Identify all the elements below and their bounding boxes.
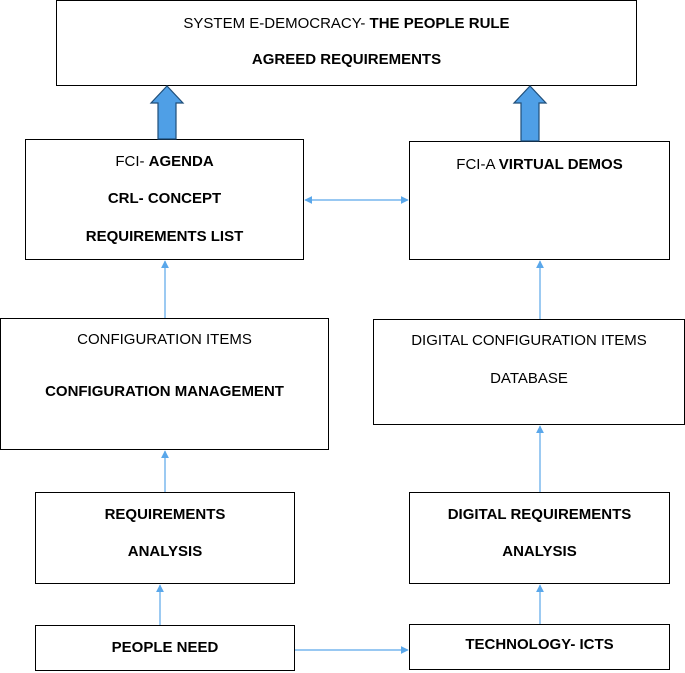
fci-a-normal: FCI-A — [456, 156, 499, 173]
box-requirements-analysis: REQUIREMENTS ANALYSIS — [35, 492, 295, 584]
fci-a-bold: VIRTUAL DEMOS — [498, 156, 623, 173]
fci-a-title-line: FCI-A VIRTUAL DEMOS — [410, 156, 669, 174]
fci-agenda-title-line: FCI- AGENDA — [26, 153, 303, 171]
database-label: DATABASE — [490, 370, 568, 387]
fci-agenda-normal: FCI- — [115, 153, 149, 170]
configuration-management-label: CONFIGURATION MANAGEMENT — [45, 383, 284, 400]
requirements-label: REQUIREMENTS — [104, 506, 226, 523]
system-title-bold: THE PEOPLE RULE — [369, 15, 510, 32]
system-title-normal: SYSTEM E-DEMOCRACY- — [183, 15, 370, 32]
technology-icts-label: TECHNOLOGY- ICTS — [465, 636, 614, 653]
digital-configuration-items-label: DIGITAL CONFIGURATION ITEMS — [411, 332, 647, 349]
box-system-e-democracy: SYSTEM E-DEMOCRACY- THE PEOPLE RULE AGRE… — [56, 0, 637, 86]
people-need-label: PEOPLE NEED — [111, 639, 219, 656]
system-agreed-requirements: AGREED REQUIREMENTS — [251, 51, 442, 68]
system-title-line: SYSTEM E-DEMOCRACY- THE PEOPLE RULE — [57, 15, 636, 33]
box-technology-icts: TECHNOLOGY- ICTS — [409, 624, 670, 670]
box-digital-requirements-analysis: DIGITAL REQUIREMENTS ANALYSIS — [409, 492, 670, 584]
configuration-items-label: CONFIGURATION ITEMS — [77, 331, 252, 348]
big-up-arrow-right — [512, 85, 548, 142]
requirements-list-label: REQUIREMENTS LIST — [85, 228, 244, 245]
fci-agenda-bold: AGENDA — [148, 153, 214, 170]
box-digital-configuration-items: DIGITAL CONFIGURATION ITEMS DATABASE — [373, 319, 685, 425]
box-people-need: PEOPLE NEED — [35, 625, 295, 671]
digital-requirements-label: DIGITAL REQUIREMENTS — [447, 506, 632, 523]
box-fci-a-virtual-demos: FCI-A VIRTUAL DEMOS — [409, 141, 670, 260]
digital-analysis-label: ANALYSIS — [502, 543, 577, 560]
crl-concept-label: CRL- CONCEPT — [107, 190, 222, 207]
big-up-arrow-left — [149, 85, 185, 140]
box-configuration-items: CONFIGURATION ITEMS CONFIGURATION MANAGE… — [0, 318, 329, 450]
analysis-label: ANALYSIS — [127, 543, 203, 560]
